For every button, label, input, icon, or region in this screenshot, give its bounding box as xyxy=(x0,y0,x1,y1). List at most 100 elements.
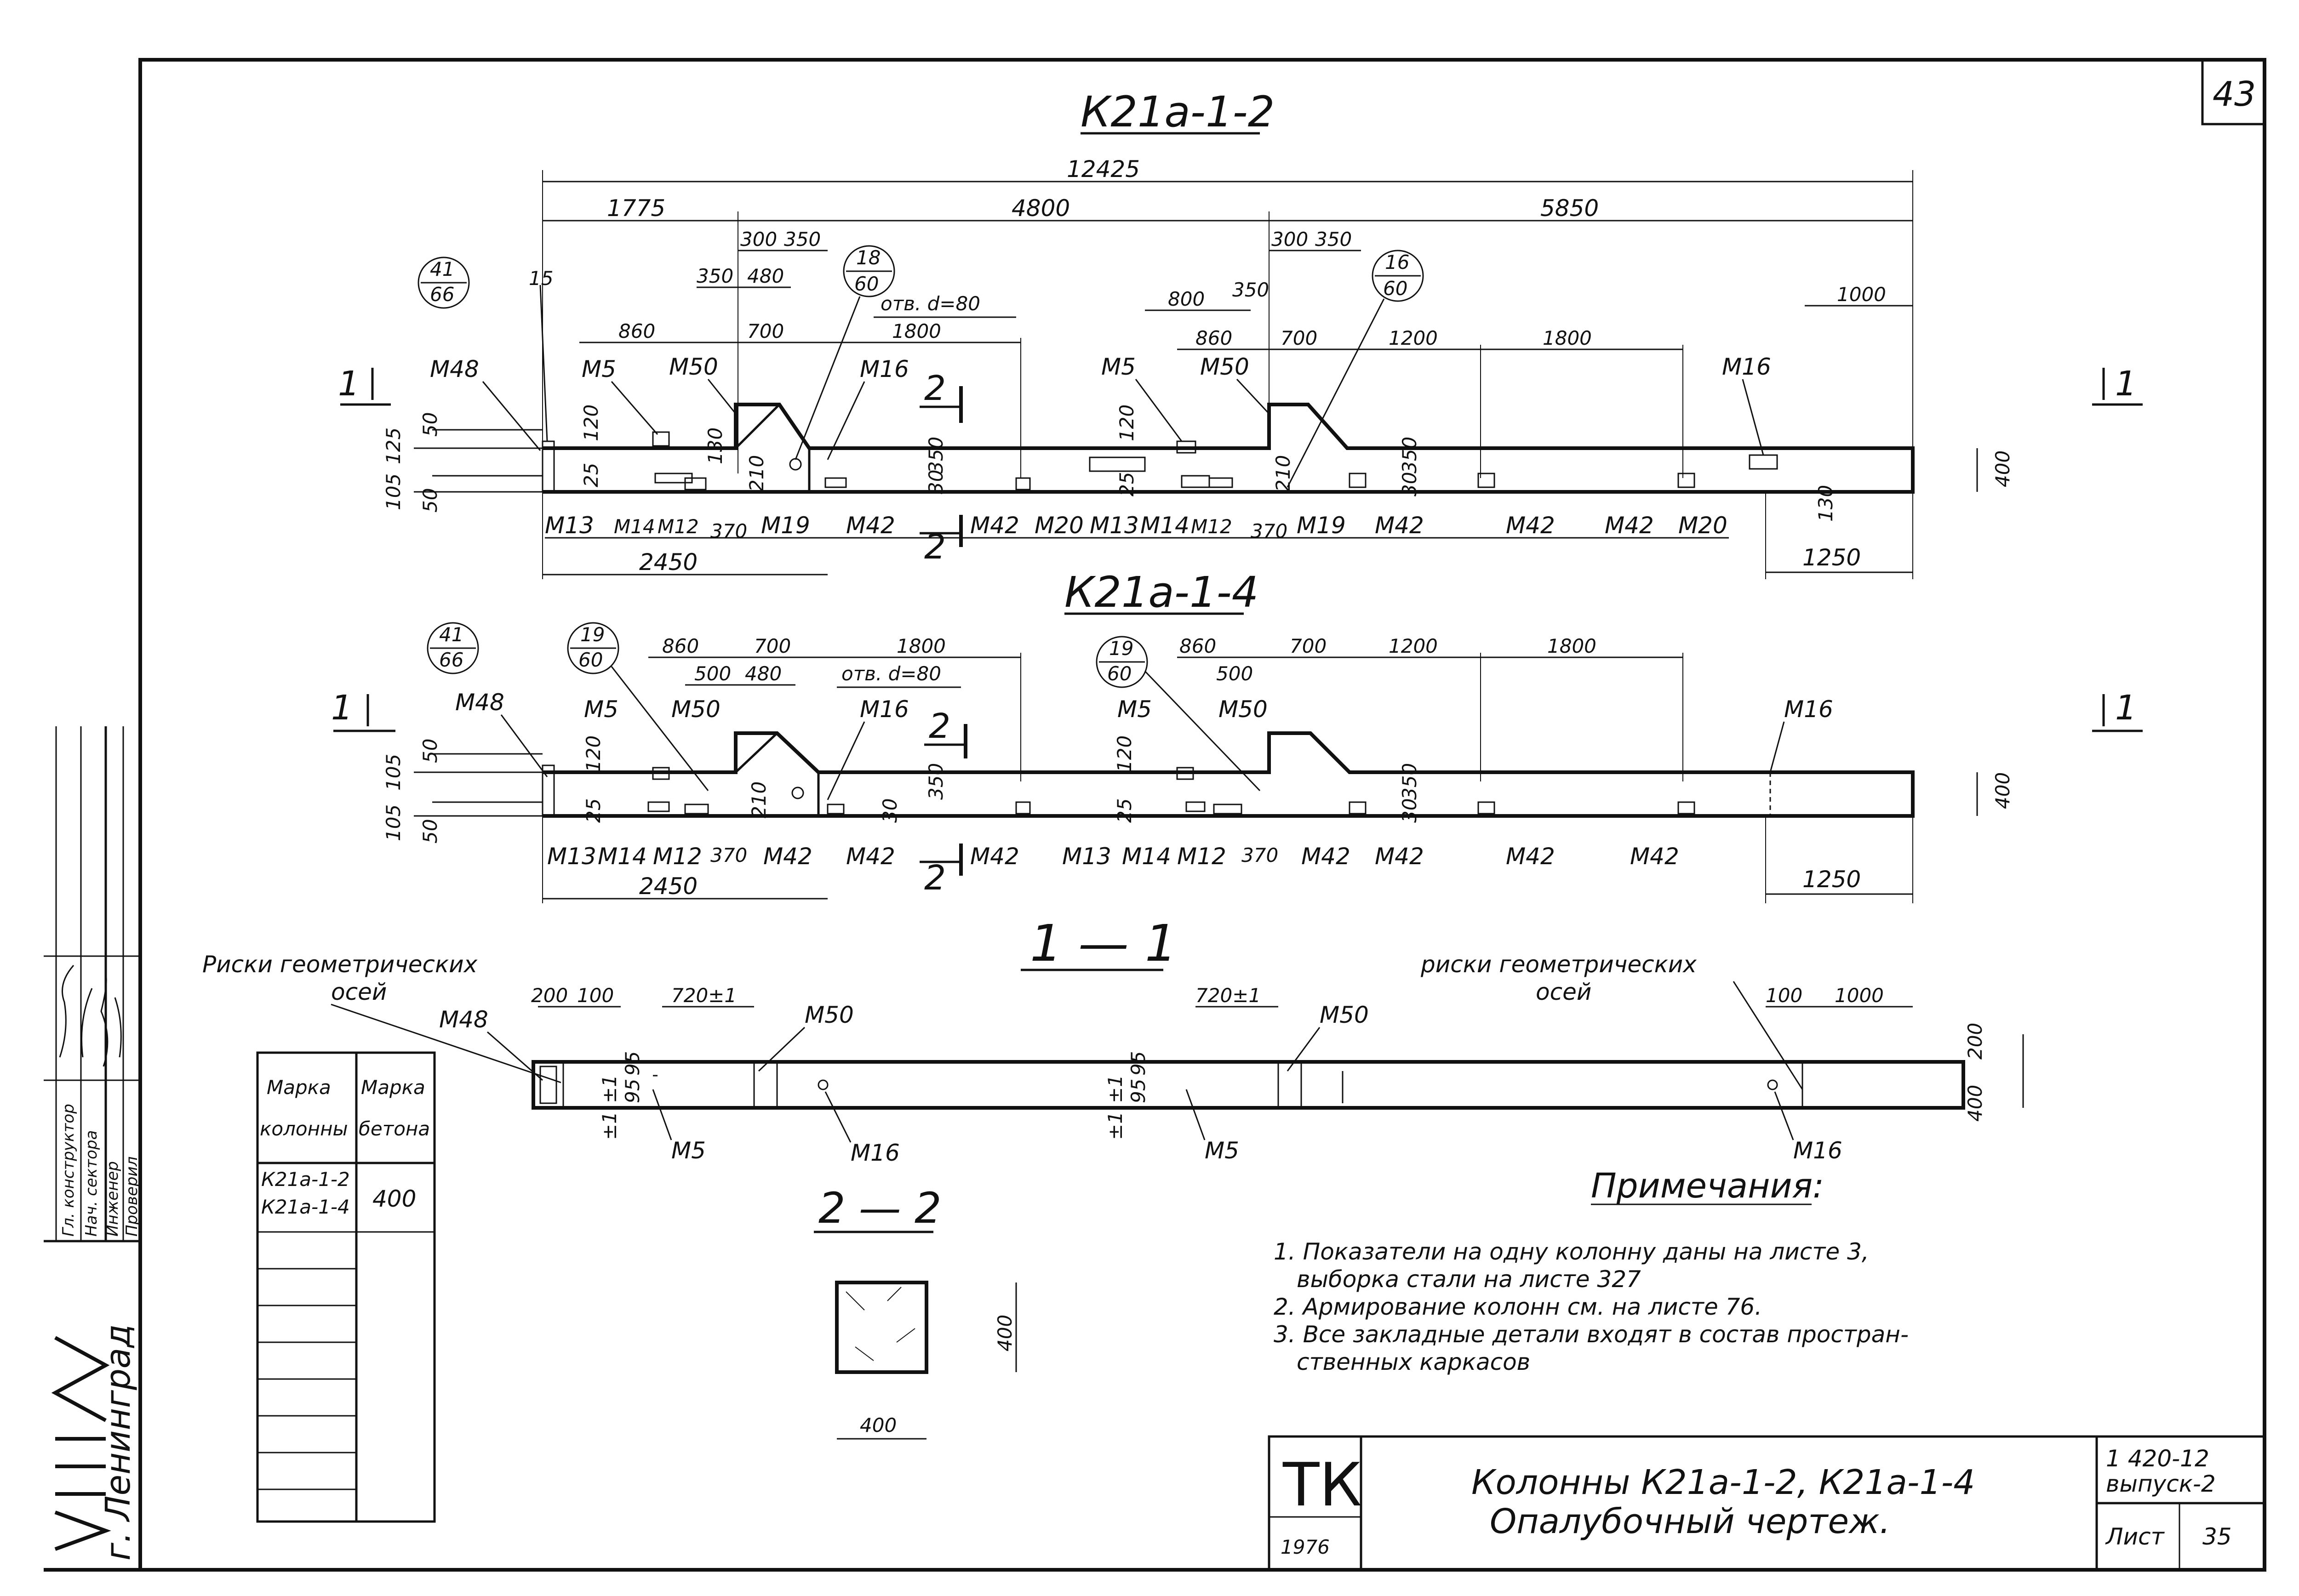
dim-b-2450: 2450 xyxy=(639,873,698,900)
label-b-m42-6: М42 xyxy=(1506,843,1555,870)
label-b-m13-1: М13 xyxy=(547,843,596,870)
s1-label-m16b: М16 xyxy=(1793,1137,1842,1164)
dim-480: 480 xyxy=(747,265,784,287)
doc-code-2: выпуск-2 xyxy=(2106,1471,2216,1497)
s1-pm1c: ±1 xyxy=(1104,1075,1127,1103)
dim-700b: 700 xyxy=(1281,327,1317,349)
dim-b-120b: 120 xyxy=(1113,735,1136,772)
dim-800: 800 xyxy=(1168,288,1205,310)
dim-b-370a: 370 xyxy=(710,844,747,866)
dim-4800: 4800 xyxy=(1012,195,1070,222)
svg-text:2: 2 xyxy=(929,707,950,746)
dim-1250: 1250 xyxy=(1802,544,1861,571)
label-b-m42-7: М42 xyxy=(1630,843,1679,870)
dim-b-25a: 25 xyxy=(582,798,605,823)
dim-860b: 860 xyxy=(1195,327,1232,349)
label-b-m48: М48 xyxy=(455,689,504,716)
label-b-m50-2: М50 xyxy=(1218,696,1268,723)
section-2-square xyxy=(835,1281,928,1374)
section-2-title: 2 — 2 xyxy=(818,1184,942,1233)
callout-b1: 41 66 xyxy=(427,622,479,674)
section2-mark-a-bottom: 2 xyxy=(920,515,963,567)
s2-dim-h: 400 xyxy=(994,1315,1016,1351)
dim-50a: 50 xyxy=(419,412,441,437)
label-m14-a2: М14 xyxy=(1140,512,1190,539)
s1-pm1a: ±1 xyxy=(598,1075,621,1103)
label-m12-a1: М12 xyxy=(658,515,699,538)
dim-b-105b: 105 xyxy=(382,804,405,841)
svg-text:66: 66 xyxy=(430,283,454,306)
dim-b-120a: 120 xyxy=(582,735,605,772)
label-m5-a2: М5 xyxy=(1101,353,1136,380)
dim-b-350a: 350 xyxy=(925,763,947,800)
s2-dim-w: 400 xyxy=(860,1414,897,1436)
dim-2450: 2450 xyxy=(639,549,698,576)
svg-text:60: 60 xyxy=(578,649,603,671)
svg-text:19: 19 xyxy=(1109,637,1133,660)
notes-heading: Примечания: xyxy=(1591,1166,1824,1206)
label-m42-a4: М42 xyxy=(1506,512,1555,539)
callout-a1: 41 66 xyxy=(417,256,470,309)
svg-text:18: 18 xyxy=(856,246,881,269)
label-b-m12-1: М12 xyxy=(653,843,702,870)
dim-350a: 350 xyxy=(784,228,821,251)
hole-note-a: отв. d=80 xyxy=(881,292,980,315)
label-b-m42-3: М42 xyxy=(970,843,1019,870)
s1-d95a: 95 xyxy=(621,1079,644,1103)
s1-label-m48: М48 xyxy=(439,1006,488,1033)
dim-b-400: 400 xyxy=(1991,772,2014,809)
section-1-1: 1 — 1 Риски геометрических осей риски ге… xyxy=(202,914,2024,1166)
hole-note-b: отв. d=80 xyxy=(841,662,941,685)
svg-text:60: 60 xyxy=(854,273,879,295)
label-m19-a2: М19 xyxy=(1297,512,1346,539)
svg-text:60: 60 xyxy=(1383,277,1407,300)
label-m13-a1: М13 xyxy=(545,512,594,539)
table-concrete: 400 xyxy=(372,1186,416,1212)
dim-b-480: 480 xyxy=(745,662,782,685)
list-label: Лист xyxy=(2105,1523,2165,1550)
s1-pm1b: ±1 xyxy=(598,1112,621,1140)
doc-code-1: 1 420-12 xyxy=(2106,1445,2209,1472)
dim-860a: 860 xyxy=(618,320,655,342)
s1-label-m50b: М50 xyxy=(1320,1002,1369,1028)
s1-label-m16a: М16 xyxy=(851,1140,900,1166)
dim-b-25b: 25 xyxy=(1113,798,1136,823)
note-1b: выборка стали на листе 327 xyxy=(1297,1266,1641,1293)
axes-label-left-2: осей xyxy=(331,979,387,1005)
dim-b-500a: 500 xyxy=(694,662,731,685)
dim-350d: 350 xyxy=(1315,228,1352,251)
table-col1-line1: Марка xyxy=(267,1076,331,1099)
label-b-m14-2: М14 xyxy=(1122,843,1171,870)
label-m16-a2: М16 xyxy=(1722,353,1771,380)
label-m19-a1: М19 xyxy=(761,512,810,539)
label-b-m42-1: М42 xyxy=(763,843,812,870)
note-1a: 1. Показатели на одну колонну даны на ли… xyxy=(1274,1238,1869,1265)
dim-b-350b: 350 xyxy=(1398,763,1421,800)
svg-text:60: 60 xyxy=(1107,662,1132,685)
label-b-m5-1: М5 xyxy=(584,696,618,723)
dim-5850: 5850 xyxy=(1540,195,1599,222)
dim-b-105a: 105 xyxy=(382,754,405,791)
stamp-role-2: Нач. сектора xyxy=(82,1130,101,1237)
callout-b3: 19 60 xyxy=(1096,636,1261,792)
title-block: ТК 1976 Колонны К21а-1-2, К21а-1-4 Опалу… xyxy=(1268,1435,2266,1571)
dim-b-700b: 700 xyxy=(1290,635,1327,657)
svg-text:19: 19 xyxy=(580,623,605,646)
section-mark-b-left: 1 xyxy=(331,688,395,732)
label-m16-a1: М16 xyxy=(860,356,909,382)
dim-130b: 130 xyxy=(1814,485,1837,522)
view-a-title: К21а-1-2 xyxy=(1081,87,1275,137)
column-b-outline xyxy=(543,731,1915,818)
section-mark-a-left: 1 xyxy=(338,364,391,406)
label-b-m42-5: М42 xyxy=(1375,843,1424,870)
dim-b-860a: 860 xyxy=(662,635,699,657)
dim-300b: 300 xyxy=(1271,228,1308,251)
svg-text:41: 41 xyxy=(439,623,463,646)
s1-dim-200: 200 xyxy=(531,984,568,1007)
section2-mark-b-top: 2 xyxy=(924,707,967,758)
dim-1800a: 1800 xyxy=(892,320,941,342)
s1-dim-720b: 720±1 xyxy=(1195,984,1261,1007)
stamp-role-4: Проверил xyxy=(123,1157,141,1237)
page-number: 43 xyxy=(2213,74,2256,114)
